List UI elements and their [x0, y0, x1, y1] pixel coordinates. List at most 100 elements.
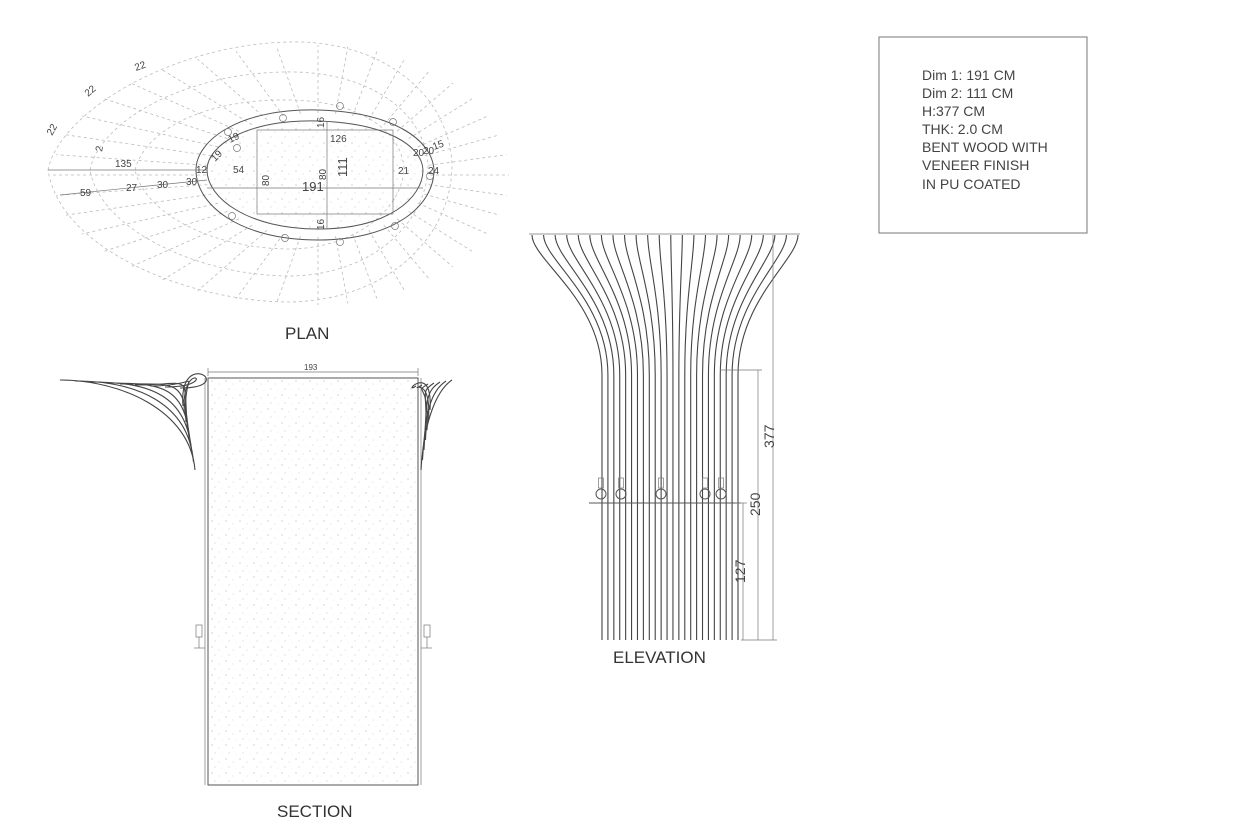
plan-canopy-rib: [56, 154, 208, 166]
plan-canopy-rib: [81, 115, 219, 148]
plan-canopy-rib: [417, 202, 489, 235]
elevation-rib: [678, 234, 683, 640]
plan-canopy-rib: [352, 51, 378, 117]
plan-canopy-rib: [130, 82, 239, 132]
plan-dim-191: 191: [302, 179, 324, 194]
section-right-frond: [423, 381, 441, 451]
section-left-frond: [74, 380, 195, 463]
plan-canopy-rib: [424, 134, 500, 157]
elevation-rib: [670, 234, 674, 640]
section-left-frond: [179, 373, 207, 407]
spec-box: Dim 1: 191 CM Dim 2: 111 CM H:377 CM THK…: [878, 36, 1088, 234]
plan-dim-15: 15: [431, 139, 446, 153]
plan-canopy-rib: [103, 98, 228, 139]
section-left-bracket: [194, 624, 205, 649]
plan-dim-27: 27: [126, 183, 138, 194]
elevation-rib: [577, 234, 627, 640]
plan-dim-16a: 16: [316, 116, 327, 128]
plan-dim-59: 59: [80, 188, 92, 199]
section-dim-193: 193: [304, 363, 318, 372]
plan-canopy-rib: [383, 69, 431, 126]
plan-canopy-rib: [428, 154, 507, 166]
section-right-bracket: [421, 624, 432, 649]
plan-canopy-ring-2: [89, 71, 429, 277]
plan-canopy-rib: [352, 233, 378, 299]
elevation-rib: [554, 234, 615, 640]
elevation-rib: [531, 234, 603, 640]
plan-canopy-rib: [65, 134, 212, 157]
plan-canopy-rib: [408, 211, 473, 252]
section-caption: SECTION: [277, 802, 353, 821]
elevation-rib: [713, 234, 753, 640]
plan-canopy-rib: [81, 202, 219, 235]
elevation-rib: [707, 234, 741, 640]
plan-core-rect: [256, 129, 394, 215]
plan-canopy-rib: [162, 69, 253, 126]
plan-canopy-rib: [383, 224, 431, 281]
plan-dim-30b: 30: [186, 177, 198, 188]
plan-dim-111: 111: [335, 157, 350, 177]
plan-dim-80b: 80: [318, 168, 329, 180]
plan-canopy-rib: [130, 218, 239, 268]
section-left-frond: [164, 377, 197, 415]
elevation-rib: [690, 234, 707, 640]
plan-dim-22a: 22: [133, 60, 148, 74]
section-left-frond: [134, 382, 189, 431]
spec-box-frame: [878, 36, 1088, 234]
spec-line-thickness: THK: 2.0 CM: [922, 121, 1003, 137]
plan-canopy-rib: [396, 218, 454, 268]
elevation-clamp: [699, 488, 711, 500]
plan-canopy-rib: [424, 193, 500, 216]
plan-canopy-rib: [276, 236, 301, 304]
section-view: 193 SECTION: [59, 363, 453, 821]
elevation-rib: [635, 234, 656, 640]
plan-dim-22c: 22: [45, 122, 60, 138]
plan-dim-2: 2: [94, 145, 106, 153]
plan-dim-80a: 80: [261, 174, 272, 186]
section-left-frond: [149, 380, 190, 423]
elevation-rib: [737, 234, 799, 640]
plan-view: 22 22 22 2 135 59 27 30 30 12 19 19 54 8…: [45, 41, 509, 343]
elevation-rib: [719, 234, 764, 640]
spec-line-material: BENT WOOD WITH: [922, 139, 1048, 155]
plan-canopy-rib: [276, 46, 301, 114]
elevation-rib: [725, 234, 776, 640]
plan-trunk-fill: [207, 120, 423, 229]
elevation-clamps: [595, 477, 727, 500]
elevation-rib: [589, 234, 633, 640]
plan-caption: PLAN: [285, 324, 329, 343]
elevation-view: 377 250 127 ELEVATION: [529, 233, 800, 667]
elevation-clamp: [595, 488, 607, 500]
spec-line-coating: IN PU COATED: [922, 176, 1021, 192]
elevation-rib: [543, 234, 609, 640]
elevation-dim-377: 377: [761, 424, 777, 448]
elevation-rib: [623, 234, 650, 640]
elevation-rib: [684, 234, 695, 640]
spec-line-dim2: Dim 2: 111 CM: [922, 85, 1013, 101]
plan-dim-21: 21: [398, 166, 410, 177]
elevation-rib: [696, 234, 718, 640]
elevation-clamp-stem: [658, 477, 664, 489]
plan-canopy-rib: [368, 58, 405, 120]
plan-dim-30a: 30: [157, 180, 169, 191]
plan-dim-135: 135: [115, 159, 132, 170]
elevation-rib: [701, 234, 730, 640]
elevation-clamp: [655, 488, 667, 500]
elevation-clamp-stem: [718, 477, 724, 489]
elevation-rib: [600, 234, 639, 640]
elevation-dim-127: 127: [732, 559, 748, 583]
plan-canopy-rib: [197, 229, 268, 292]
plan-canopy-rib: [335, 236, 349, 304]
elevation-clamp: [715, 488, 727, 500]
elevation-rib: [731, 234, 787, 640]
elevation-clamp: [615, 488, 627, 500]
elevation-ribs: [529, 233, 800, 640]
plan-canopy-rib: [428, 184, 507, 196]
plan-dim-24: 24: [428, 166, 440, 177]
plan-canopy-rib: [335, 46, 349, 114]
section-right-frond: [411, 382, 431, 411]
plan-dim-19b: 19: [227, 131, 242, 146]
section-left-frond: [104, 382, 192, 447]
plan-dim-20a: 20: [413, 148, 425, 159]
elevation-caption: ELEVATION: [613, 648, 706, 667]
